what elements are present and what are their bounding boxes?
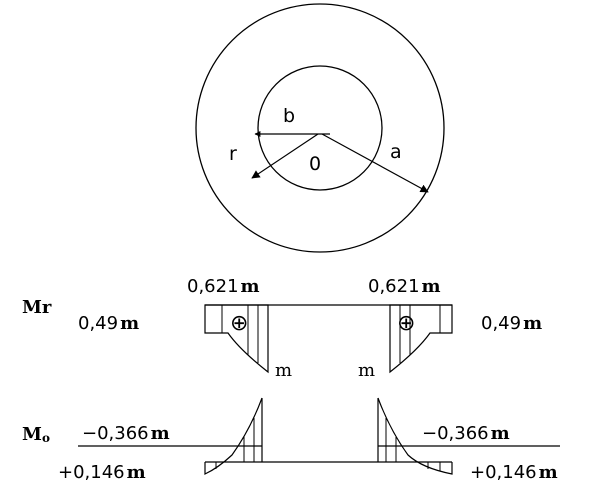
mr-right-shape [389, 304, 453, 374]
annular-plate: b r 0 a [195, 3, 445, 253]
mo-right-curve [377, 397, 453, 475]
r-radius-arrow [251, 133, 319, 179]
outer-circle [195, 3, 445, 253]
a-radius-arrow [321, 133, 429, 193]
mr-right-plus-sign: ⊕ [397, 311, 415, 336]
mo-symbol: Mo [22, 424, 50, 445]
label-b: b [283, 105, 295, 127]
mr-right-m: m [358, 360, 375, 381]
inner-circle [257, 65, 383, 191]
mr-symbol: Mr [22, 297, 52, 318]
label-a: a [390, 141, 402, 163]
mo-left-curve [204, 397, 263, 475]
mr-left-m: m [275, 360, 292, 381]
mr-left-shape [204, 304, 269, 374]
label-o: 0 [309, 153, 321, 175]
mr-left-plus-sign: ⊕ [230, 311, 248, 336]
label-r: r [229, 143, 237, 165]
